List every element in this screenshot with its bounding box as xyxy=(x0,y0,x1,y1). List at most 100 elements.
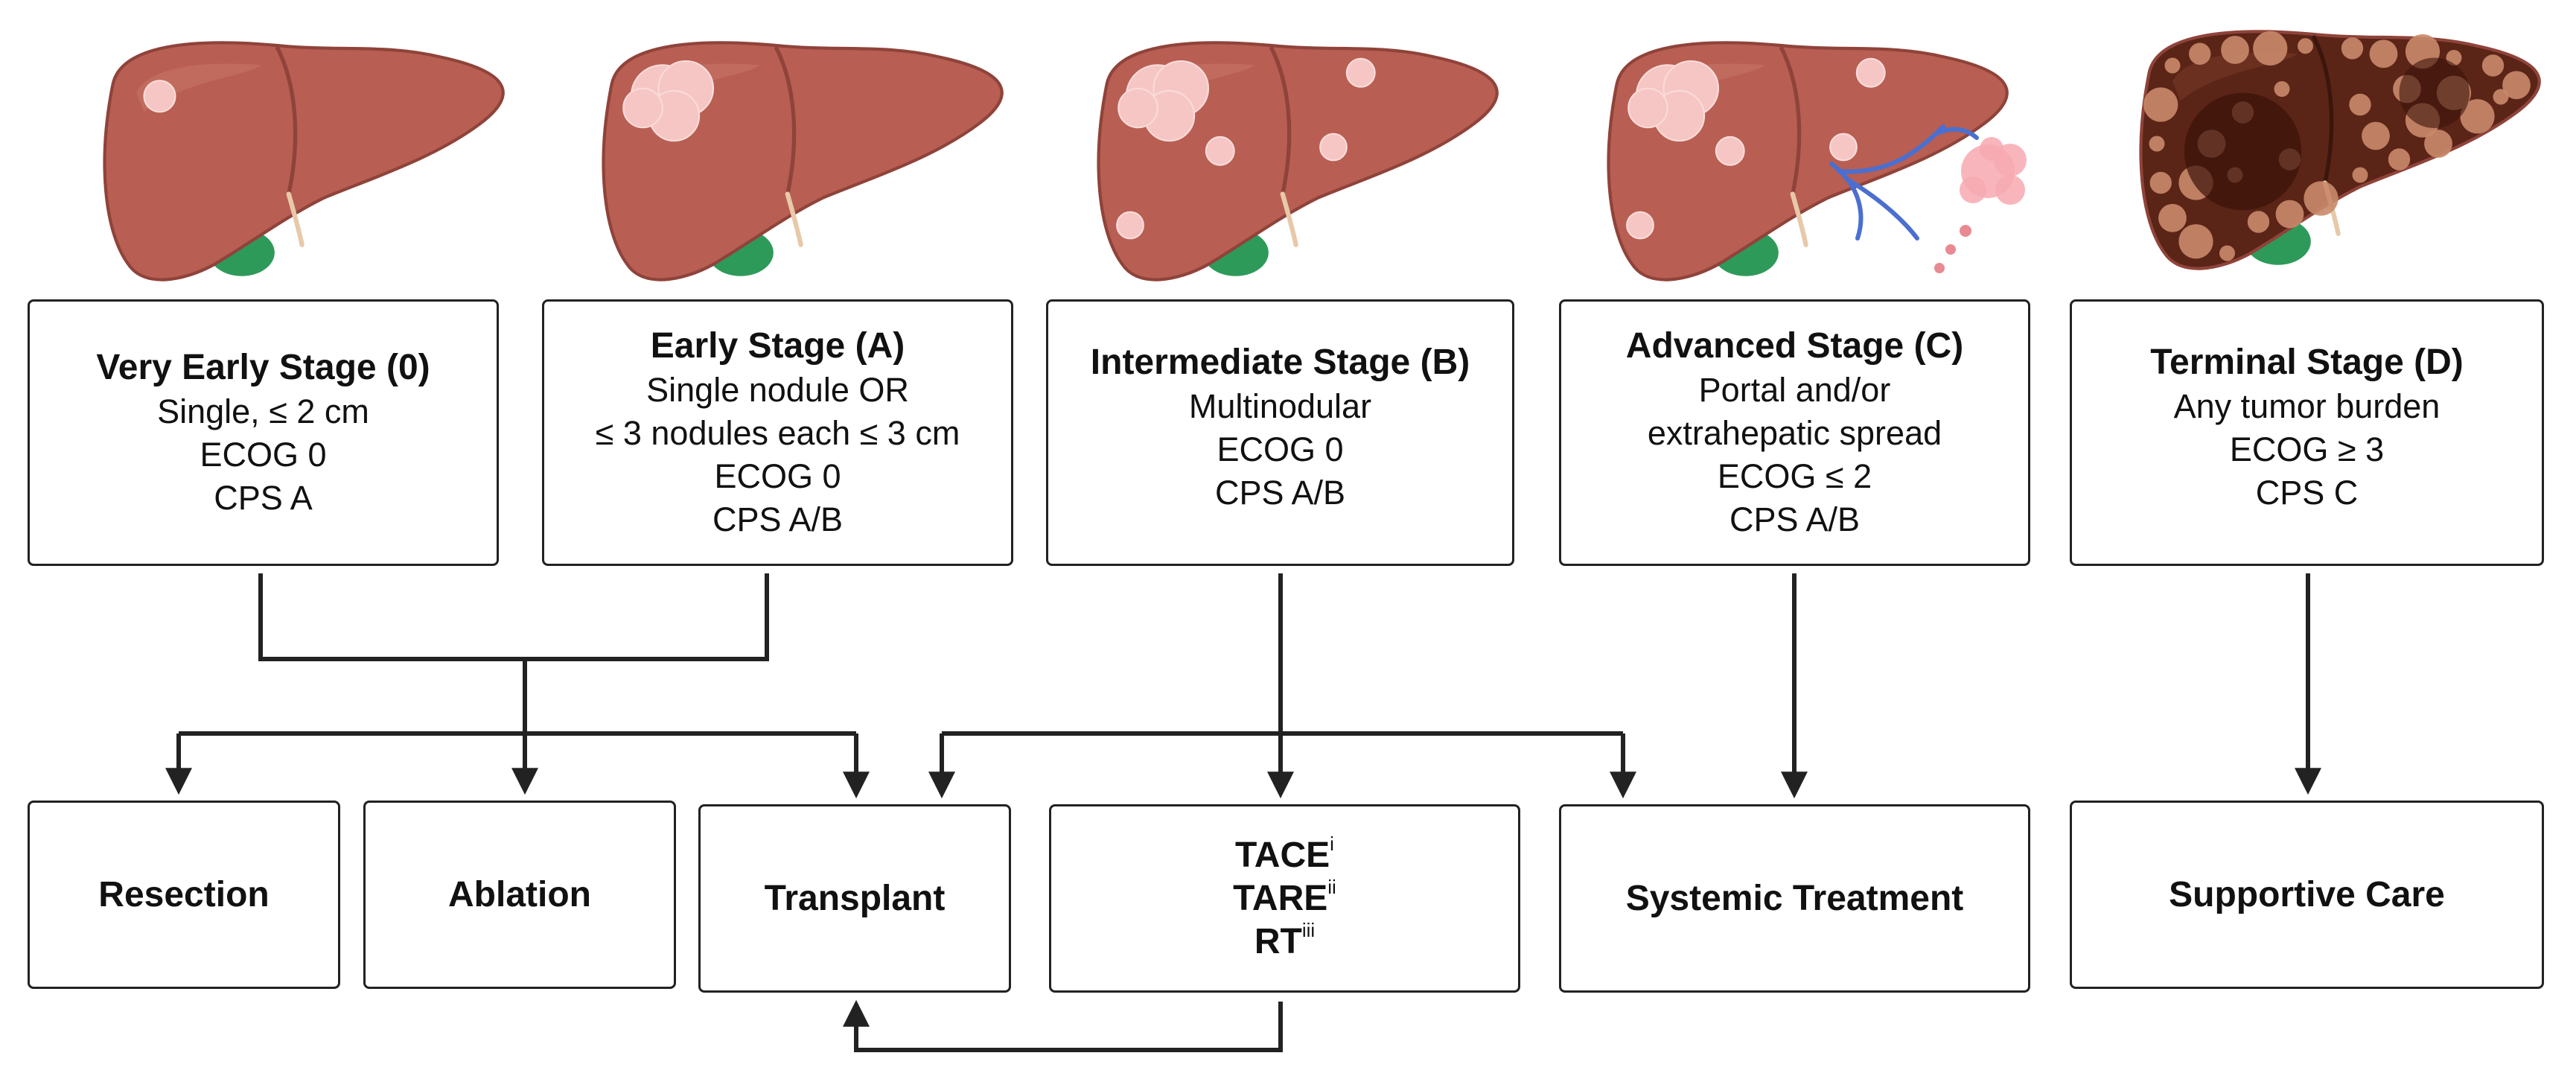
terminal-nodule xyxy=(2493,89,2509,105)
footnote-marker: ii xyxy=(1327,875,1336,898)
tumor-nodule xyxy=(1116,211,1144,240)
terminal-nodule xyxy=(2219,245,2235,261)
stage-box-early: Early Stage (A) Single nodule OR ≤ 3 nod… xyxy=(542,299,1013,566)
liver-illustration-advanced xyxy=(1607,41,2009,281)
ligament-line xyxy=(286,191,305,247)
terminal-nodule xyxy=(2341,37,2364,60)
terminal-nodule xyxy=(2388,148,2411,171)
stage-criterion: ECOG ≥ 3 xyxy=(2229,430,2385,468)
terminal-nodule xyxy=(2352,167,2368,183)
lobe-divider xyxy=(1779,45,1802,195)
tumor-nodule xyxy=(1627,87,1668,129)
terminal-nodule xyxy=(2178,224,2213,259)
treatment-box-locoregional: TACEi TAREii RTiii xyxy=(1049,804,1520,993)
terminal-nodule xyxy=(2189,42,2211,65)
terminal-nodule xyxy=(2275,200,2304,229)
terminal-nodule xyxy=(2481,54,2505,77)
vessel-branch xyxy=(1933,127,1979,140)
terminal-nodule xyxy=(2164,57,2181,74)
lobe-divider xyxy=(2311,34,2334,184)
tumor-nodule xyxy=(1855,57,1886,88)
tumor-nodule xyxy=(1345,57,1376,88)
treatment-label: Supportive Care xyxy=(2169,874,2445,914)
spread-cell xyxy=(1934,263,1945,273)
necrotic-mass xyxy=(2184,92,2302,211)
treatment-box-supportive: Supportive Care xyxy=(2070,801,2544,989)
stage-criterion: Single nodule OR xyxy=(646,371,909,409)
terminal-nodule xyxy=(2158,203,2187,232)
terminal-nodule xyxy=(2298,38,2313,54)
treatment-label: Transplant xyxy=(764,878,946,918)
treatment-tare: TAREii xyxy=(1233,877,1336,920)
necrotic-mass xyxy=(2399,57,2470,128)
stage-criterion: Single, ≤ 2 cm xyxy=(157,392,369,430)
terminal-nodule xyxy=(2349,93,2371,116)
terminal-nodule xyxy=(2304,181,2339,216)
stage-criterion: Portal and/or xyxy=(1698,371,1891,409)
treatment-box-transplant: Transplant xyxy=(698,804,1011,993)
lobe-divider xyxy=(1269,45,1292,195)
treatment-box-systemic: Systemic Treatment xyxy=(1559,804,2030,993)
stage-criterion: CPS A/B xyxy=(1729,500,1861,538)
stage-title: Early Stage (A) xyxy=(650,326,905,366)
stage-criterion: Multinodular xyxy=(1188,387,1372,425)
stage-box-advanced: Advanced Stage (C) Portal and/or extrahe… xyxy=(1559,299,2030,566)
terminal-nodule xyxy=(2460,99,2495,134)
terminal-nodule xyxy=(2369,39,2398,69)
spread-cell xyxy=(1945,244,1956,255)
bracket-connector-very-early-early xyxy=(258,573,769,661)
vessel-branch xyxy=(1844,176,1919,241)
stage-title: Very Early Stage (0) xyxy=(96,348,430,387)
liver-illustration-early xyxy=(602,41,1004,281)
liver-illustration-terminal xyxy=(2139,30,2541,270)
stage-box-terminal: Terminal Stage (D) Any tumor burden ECOG… xyxy=(2070,299,2544,566)
tumor-nodule xyxy=(1319,133,1348,162)
tumor-nodule xyxy=(1829,133,1858,162)
tumor-nodule xyxy=(1205,136,1235,166)
treatment-label: Resection xyxy=(98,874,270,914)
ligament-line xyxy=(1280,191,1298,247)
terminal-nodule xyxy=(2149,171,2172,194)
terminal-nodule xyxy=(2424,130,2452,158)
terminal-nodules xyxy=(2143,31,2531,261)
liver-body xyxy=(103,41,505,281)
treatment-label: TACE xyxy=(1235,835,1330,875)
stage-criterion: Any tumor burden xyxy=(2173,387,2440,425)
treatment-rt: RTiii xyxy=(1254,920,1315,964)
lobe-divider xyxy=(774,45,797,195)
terminal-nodule xyxy=(2149,136,2165,152)
treatment-box-resection: Resection xyxy=(28,801,340,989)
terminal-nodule xyxy=(2247,211,2270,233)
portal-vessels xyxy=(1829,124,1979,241)
spread-cell xyxy=(1995,175,2025,205)
stage-criterion: CPS A/B xyxy=(712,500,844,538)
stage-criterion: CPS A/B xyxy=(1214,474,1346,512)
treatment-box-ablation: Ablation xyxy=(363,801,676,989)
stage-criterion: ECOG ≤ 2 xyxy=(1717,457,1872,495)
liver-illustration-very-early xyxy=(103,41,505,281)
spread-cell xyxy=(1980,137,2003,161)
treatment-tace: TACEi xyxy=(1235,834,1334,877)
tumor-nodule xyxy=(1715,136,1745,166)
stage-box-intermediate: Intermediate Stage (B) Multinodular ECOG… xyxy=(1046,299,1514,566)
treatment-label: RT xyxy=(1254,921,1302,961)
stage-box-very-early: Very Early Stage (0) Single, ≤ 2 cm ECOG… xyxy=(28,299,499,566)
tumor-nodule xyxy=(1626,211,1654,240)
tumor-nodule xyxy=(1118,87,1158,129)
spread-cell xyxy=(1960,176,1986,203)
treatment-label: Ablation xyxy=(448,874,591,914)
lobe-divider xyxy=(275,45,298,195)
stage-criterion: CPS A xyxy=(214,479,313,517)
ligament-line xyxy=(785,191,803,247)
treatment-label: Systemic Treatment xyxy=(1625,878,1964,918)
stage-criterion: ECOG 0 xyxy=(200,436,327,474)
liver-highlight xyxy=(136,63,261,112)
stage-title: Terminal Stage (D) xyxy=(2150,343,2464,382)
terminal-nodule xyxy=(2362,121,2390,150)
tumor-nodule xyxy=(622,87,663,129)
metastatic-spread xyxy=(1934,137,2027,273)
stage-title: Intermediate Stage (B) xyxy=(1090,343,1470,382)
terminal-nodule xyxy=(2253,31,2288,66)
terminal-nodule xyxy=(2274,81,2290,97)
